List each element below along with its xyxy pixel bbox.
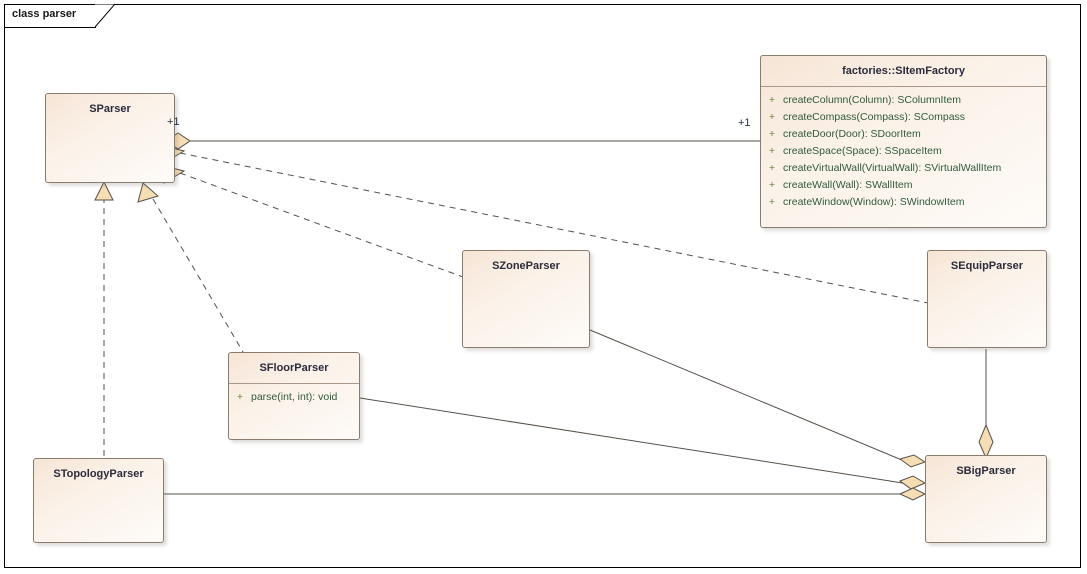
class-members-sfloorparser: + parse(int, int): void: [229, 384, 359, 412]
member-visibility: +: [768, 179, 776, 191]
class-member-row: + createWindow(Window): SWindowItem: [761, 194, 1046, 211]
member-signature: createVirtualWall(VirtualWall): SVirtual…: [783, 162, 1002, 174]
multiplicity-sparser-factory-source: +1: [167, 116, 180, 128]
member-visibility: +: [236, 391, 244, 403]
member-signature: createColumn(Column): SColumnItem: [783, 94, 961, 106]
diagram-frame-label: class parser: [12, 8, 77, 20]
class-box-sitemfactory[interactable]: factories::SItemFactory + createColumn(C…: [760, 55, 1047, 228]
class-name-sfloorparser: SFloorParser: [229, 353, 359, 384]
class-box-sfloorparser[interactable]: SFloorParser + parse(int, int): void: [228, 352, 360, 440]
class-name-sequipparser: SEquipParser: [950, 260, 1024, 272]
class-member-row: + createColumn(Column): SColumnItem: [761, 92, 1046, 109]
class-name-stopologyparser: STopologyParser: [53, 468, 144, 480]
class-box-sbigparser[interactable]: SBigParser: [925, 455, 1047, 543]
class-member-row: + parse(int, int): void: [229, 389, 359, 406]
member-signature: createSpace(Space): SSpaceItem: [783, 145, 942, 157]
member-signature: createWall(Wall): SWallItem: [783, 179, 913, 191]
class-member-row: + createDoor(Door): SDoorItem: [761, 126, 1046, 143]
member-signature: parse(int, int): void: [251, 391, 338, 403]
class-name-szoneparser: SZoneParser: [492, 260, 560, 272]
class-box-sparser[interactable]: SParser: [45, 93, 175, 183]
member-signature: createDoor(Door): SDoorItem: [783, 128, 921, 140]
member-visibility: +: [768, 196, 776, 208]
member-visibility: +: [768, 145, 776, 157]
class-box-stopologyparser[interactable]: STopologyParser: [33, 458, 164, 543]
member-visibility: +: [768, 162, 776, 174]
class-member-row: + createCompass(Compass): SCompass: [761, 109, 1046, 126]
member-visibility: +: [768, 128, 776, 140]
class-member-row: + createVirtualWall(VirtualWall): SVirtu…: [761, 160, 1046, 177]
class-member-row: + createWall(Wall): SWallItem: [761, 177, 1046, 194]
member-visibility: +: [768, 94, 776, 106]
member-signature: createCompass(Compass): SCompass: [783, 111, 966, 123]
class-member-row: + createSpace(Space): SSpaceItem: [761, 143, 1046, 160]
class-box-sequipparser[interactable]: SEquipParser: [927, 250, 1047, 348]
member-visibility: +: [768, 111, 776, 123]
class-members-sitemfactory: + createColumn(Column): SColumnItem + cr…: [761, 87, 1046, 217]
diagram-frame-tab: [4, 4, 96, 28]
member-signature: createWindow(Window): SWindowItem: [783, 196, 965, 208]
class-name-sbigparser: SBigParser: [956, 465, 1016, 477]
diagram-frame-tab-corner-icon: [95, 4, 116, 28]
multiplicity-sparser-factory-target: +1: [738, 117, 751, 129]
class-name-sitemfactory: factories::SItemFactory: [761, 56, 1046, 87]
class-box-szoneparser[interactable]: SZoneParser: [462, 250, 590, 348]
class-name-sparser: SParser: [89, 103, 131, 115]
